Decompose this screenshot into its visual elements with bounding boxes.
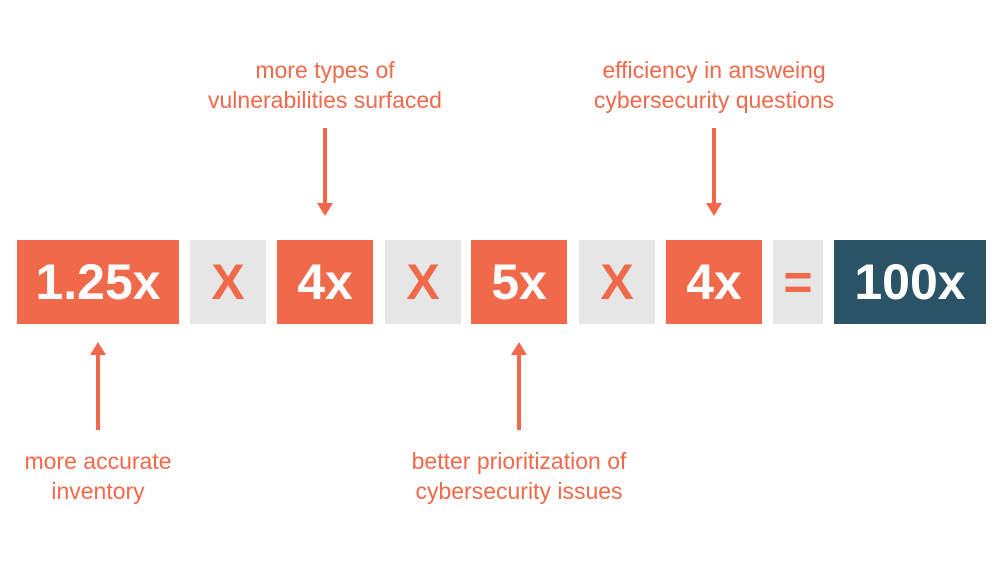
label-line: efficiency in answeing [602, 57, 826, 83]
label-line: vulnerabilities surfaced [208, 87, 442, 113]
label-line: better prioritization of [411, 448, 627, 474]
factor-box-inventory: 1.25x [17, 240, 179, 324]
arrow-up-icon [511, 342, 527, 430]
operator-symbol: X [600, 254, 634, 310]
label-better-prioritization: better prioritization of cybersecurity i… [369, 446, 669, 506]
operator-symbol: = [783, 254, 813, 310]
result-value: 100x [854, 254, 966, 310]
factor-value: 5x [491, 254, 547, 310]
arrow-up-icon [90, 342, 106, 430]
equals-operator: = [773, 240, 823, 324]
arrow-down-icon [317, 128, 333, 216]
arrow-down-icon [706, 128, 722, 216]
factor-value: 4x [686, 254, 742, 310]
factor-box-prioritization: 5x [471, 240, 567, 324]
label-more-accurate-inventory: more accurate inventory [0, 446, 196, 506]
factor-value: 1.25x [35, 254, 161, 310]
label-more-types-of-vulnerabilities: more types of vulnerabilities surfaced [175, 55, 475, 115]
label-line: cybersecurity questions [593, 87, 835, 113]
label-line: more types of [255, 57, 395, 83]
multiply-operator: X [385, 240, 461, 324]
result-box: 100x [834, 240, 986, 324]
factor-value: 4x [297, 254, 353, 310]
multiply-operator: X [190, 240, 266, 324]
label-line: cybersecurity issues [415, 478, 623, 504]
label-efficiency-answering-questions: efficiency in answeing cybersecurity que… [564, 55, 864, 115]
factor-box-efficiency: 4x [666, 240, 762, 324]
multiply-operator: X [579, 240, 655, 324]
operator-symbol: X [211, 254, 245, 310]
operator-symbol: X [406, 254, 440, 310]
factor-box-vulnerabilities: 4x [277, 240, 373, 324]
label-line: more accurate [24, 448, 172, 474]
label-line: inventory [51, 478, 145, 504]
